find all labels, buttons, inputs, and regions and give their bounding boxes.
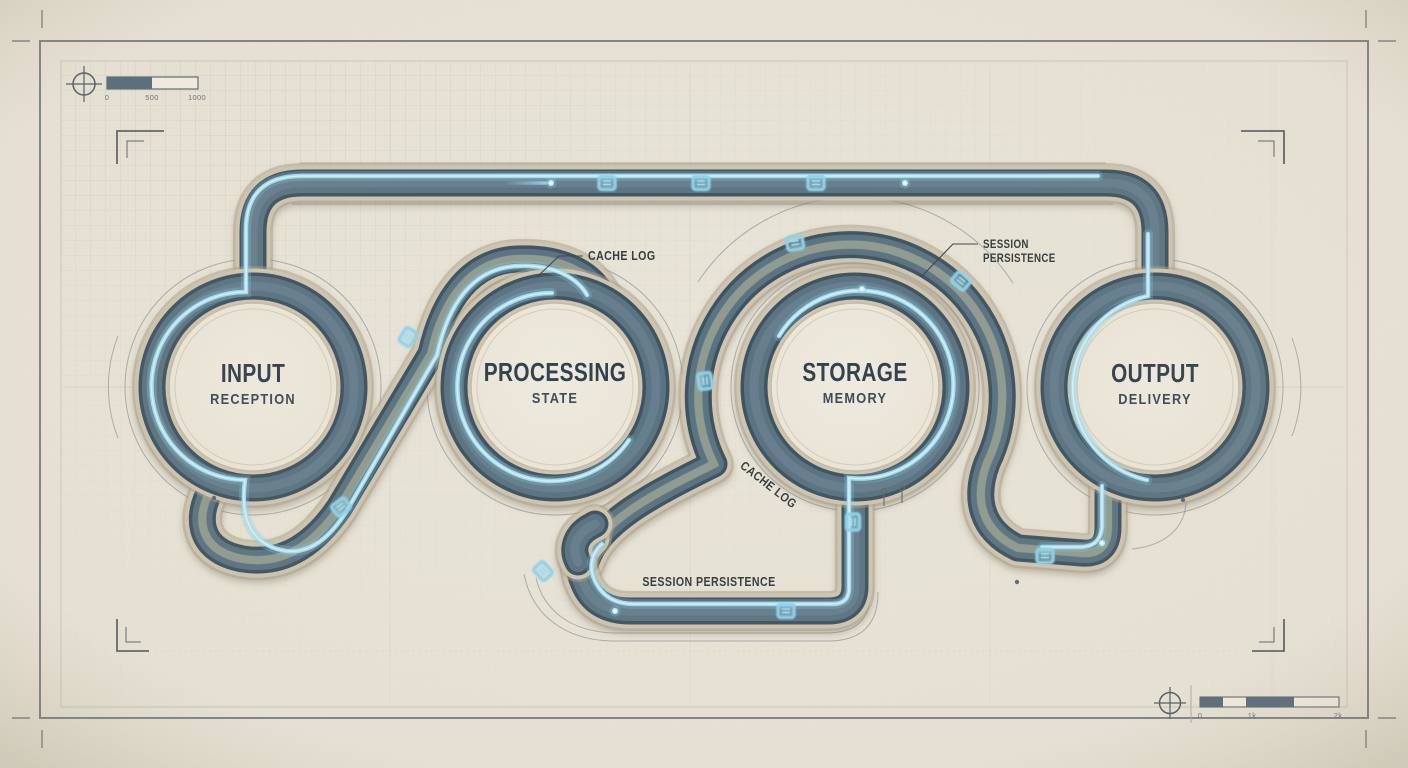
data-packet-icon	[695, 370, 715, 392]
data-packet-icon	[776, 602, 796, 620]
glow-dot	[545, 177, 557, 189]
scalebar-tick-2: 1000	[188, 93, 206, 102]
data-packet-icon	[806, 174, 826, 192]
session-persistence-label-line2: PERSISTENCE	[983, 252, 1056, 265]
session-persistence-label-line1: SESSION	[983, 238, 1029, 251]
data-packet-icon	[597, 174, 617, 192]
scalebar-fill	[107, 77, 152, 89]
node-dot	[1014, 579, 1020, 585]
session-persistence-label-bottom: SESSION PERSISTENCE	[642, 575, 775, 589]
scalebar-tick-2: 2k	[1334, 711, 1343, 720]
scalebar-tick-0: 0	[1198, 711, 1202, 720]
scalebar-tick-1: 1k	[1248, 711, 1257, 720]
node-output-subtitle: DELIVERY	[1118, 390, 1191, 407]
glow-dot	[1096, 537, 1108, 549]
glow-dot	[609, 605, 621, 617]
node-dot	[211, 495, 217, 501]
glow-dot	[899, 177, 911, 189]
node-input-title: INPUT	[221, 359, 286, 388]
node-disc	[770, 302, 940, 472]
node-disc	[470, 302, 640, 472]
node-storage-subtitle: MEMORY	[823, 389, 888, 406]
data-packet-icon	[784, 233, 806, 253]
cache-log-label-top: CACHE LOG	[588, 249, 656, 263]
scalebar-segment-2	[1246, 697, 1294, 707]
node-input-subtitle: RECEPTION	[210, 390, 296, 407]
scalebar-segment-1	[1200, 697, 1223, 707]
node-dot	[1180, 497, 1186, 503]
data-packet-icon	[1035, 547, 1055, 565]
node-processing-subtitle: STATE	[532, 389, 578, 406]
node-storage-title: STORAGE	[802, 358, 907, 387]
glow-dot	[856, 283, 868, 295]
scalebar-tick-1: 500	[145, 93, 158, 102]
data-packet-icon	[691, 174, 711, 192]
data-packet-icon	[844, 512, 862, 532]
scalebar-tick-0: 0	[105, 93, 109, 102]
node-output-title: OUTPUT	[1111, 359, 1199, 388]
node-processing-title: PROCESSING	[484, 358, 627, 387]
